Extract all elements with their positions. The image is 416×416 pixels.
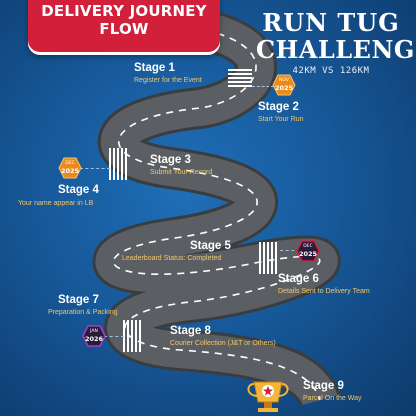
stage-4-desc: Your name appear in LB [18,200,94,207]
stage-2-desc: Start Your Run [258,116,304,123]
banner-line-1: DELIVERY JOURNEY [41,2,207,20]
banner-line-2: FLOW [99,20,149,38]
date-badge-nov-2025: NOV 2025 [272,74,296,96]
hexagon-icon [82,325,106,347]
road-center-line [112,29,321,401]
stage-1-desc: Register for the Event [134,77,202,84]
stage-9-label: Stage 9 [303,380,344,392]
event-title-line-1: RUN TUG [262,8,400,37]
connector-stage-8 [104,336,124,337]
connector-stage-4 [80,168,110,169]
connector-stage-5 [280,250,300,251]
hexagon-icon [58,157,82,179]
event-subtitle: 42KM VS 126KM [292,66,370,76]
stage-3-label: Stage 3 [150,154,191,166]
stage-5-desc: Leaderboard Status: Completed [122,255,222,262]
trophy-icon [247,381,289,412]
connector-stage-2 [252,86,274,87]
header-banner: DELIVERY JOURNEY FLOW [28,0,220,52]
date-badge-dec-2025: DEC 2025 [58,157,82,179]
hexagon-icon [296,240,320,262]
stage-4-label: Stage 4 [58,184,99,196]
badge-month: JAN [90,329,98,334]
hexagon-icon [272,74,296,96]
stage-8-desc: Courier Collection (J&T or Others) [170,340,276,347]
badge-month: NOV [279,78,289,83]
stage-8-label: Stage 8 [170,325,211,337]
badge-year: 2025 [274,84,294,92]
stage-7-label: Stage 7 [58,294,99,306]
stage-2-label: Stage 2 [258,101,299,113]
banner-title: DELIVERY JOURNEY FLOW [28,2,220,38]
stage-3-desc: Submit Your Record [150,169,213,176]
badge-year: 2026 [84,335,104,343]
date-badge-jan-2026: JAN 2026 [82,325,106,347]
crosswalks [109,69,277,352]
stage-6-label: Stage 6 [278,273,319,285]
stage-1-label: Stage 1 [134,62,175,74]
event-title-line-2: CHALLENGE [256,35,416,64]
badge-year: 2025 [60,167,80,175]
badge-month: DEC [65,161,75,166]
stage-6-desc: Details Sent to Delivery Team [278,288,370,295]
badge-month: DEC [303,244,313,249]
stage-9-desc: Parcel On the Way [303,395,362,402]
badge-year: 2025 [298,250,318,258]
stage-5-label: Stage 5 [190,240,231,252]
stage-7-desc: Preparation & Packing [48,309,118,316]
date-badge-dec-2025-dark: DEC 2025 [296,240,320,262]
